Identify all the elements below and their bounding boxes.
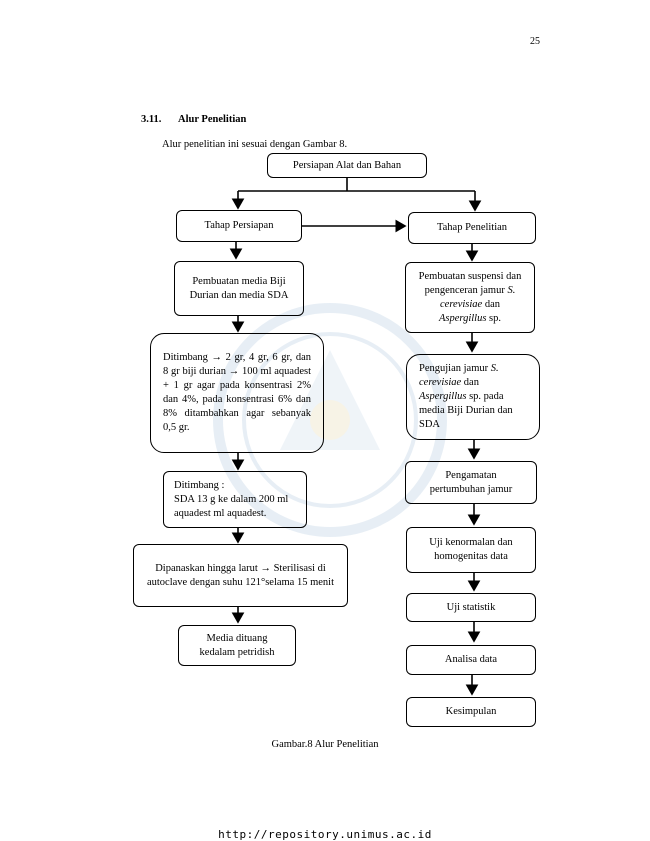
box-uji-statistik: Uji statistik bbox=[406, 593, 536, 622]
university-seal-watermark bbox=[213, 303, 447, 537]
pengujian-text: Pengujian jamur S. cerevisiae dan Asperg… bbox=[419, 363, 513, 430]
box-dipanaskan-sterilisasi: Dipanaskan hingga larut → Sterilisasi di… bbox=[133, 544, 348, 607]
box-persiapan-alat-bahan: Persiapan Alat dan Bahan bbox=[267, 153, 427, 178]
box-kesimpulan: Kesimpulan bbox=[406, 697, 536, 727]
box-pembuatan-media: Pembuatan media Biji Durian dan media SD… bbox=[174, 261, 304, 316]
ditimbang-label: Ditimbang : bbox=[174, 479, 225, 491]
box-pembuatan-suspensi: Pembuatan suspensi dan pengenceran jamur… bbox=[405, 262, 535, 333]
box-tahap-persiapan: Tahap Persiapan bbox=[176, 210, 302, 242]
section-title: Alur Penelitian bbox=[178, 114, 247, 125]
box-media-dituang: Media dituang kedalam petridish bbox=[178, 625, 296, 666]
intro-text: Alur penelitian ini sesuai dengan Gambar… bbox=[162, 139, 348, 150]
sda-text: SDA 13 g ke dalam 200 ml aquadest ml aqu… bbox=[174, 493, 289, 519]
box-tahap-penelitian: Tahap Penelitian bbox=[408, 212, 536, 244]
box-ditimbang-sda: Ditimbang : SDA 13 g ke dalam 200 ml aqu… bbox=[163, 471, 307, 528]
footer-url: http://repository.unimus.ac.id bbox=[218, 828, 432, 841]
box-ditimbang-biji-durian: Ditimbang → 2 gr, 4 gr, 6 gr, dan 8 gr b… bbox=[150, 333, 324, 453]
box-pengamatan: Pengamatan pertumbuhan jamur bbox=[405, 461, 537, 504]
box-uji-kenormalan: Uji kenormalan dan homogenitas data bbox=[406, 527, 536, 573]
box-pengujian-jamur: Pengujian jamur S. cerevisiae dan Asperg… bbox=[406, 354, 540, 440]
section-number: 3.11. bbox=[141, 114, 162, 125]
figure-caption: Gambar.8 Alur Penelitian bbox=[271, 739, 379, 750]
page-number: 25 bbox=[530, 36, 540, 47]
suspensi-text: Pembuatan suspensi dan pengenceran jamur… bbox=[418, 270, 522, 324]
box-analisa-data: Analisa data bbox=[406, 645, 536, 675]
